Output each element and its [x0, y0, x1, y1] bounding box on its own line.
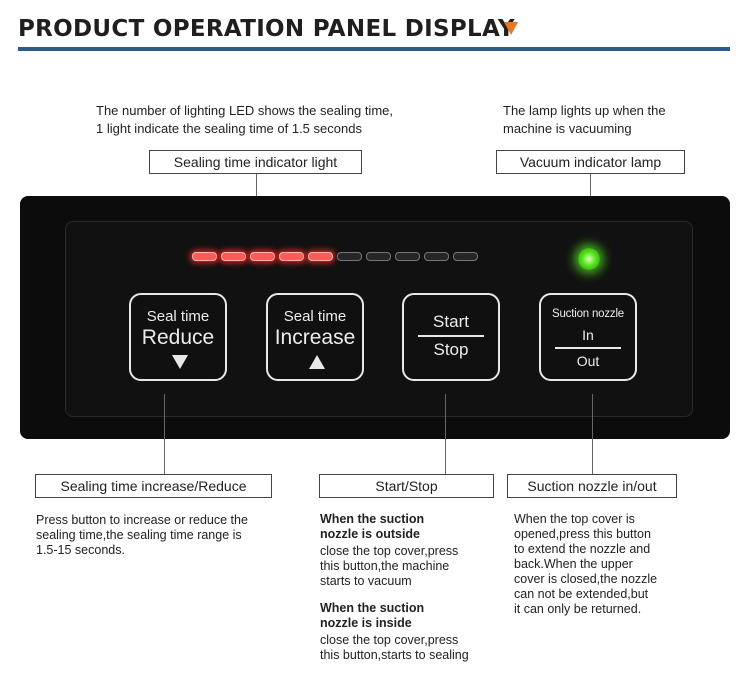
- button-label-in: In: [582, 327, 594, 343]
- sealing-led: [308, 252, 333, 261]
- description-heading: nozzle is inside: [320, 616, 412, 630]
- page-header: PRODUCT OPERATION PANEL DISPLAY: [18, 12, 730, 54]
- button-caption: Seal time: [283, 308, 347, 325]
- description-line: to extend the nozzle and: [514, 542, 651, 556]
- description-line: close the top cover,press: [320, 544, 459, 558]
- sealing-indicator-label: Sealing time indicator light: [149, 150, 362, 174]
- start-stop-description: When the suction nozzle is outside close…: [320, 512, 510, 663]
- vacuum-note-line: The lamp lights up when the: [503, 103, 666, 118]
- description-heading: When the suction: [320, 512, 425, 526]
- sealing-note-line: The number of lighting LED shows the sea…: [96, 103, 393, 118]
- increase-reduce-description: Press button to increase or reduce the s…: [36, 513, 296, 558]
- start-stop-button[interactable]: Start Stop: [402, 293, 500, 381]
- description-line: cover is closed,the nozzle: [514, 572, 658, 586]
- button-caption: Seal time: [146, 308, 210, 325]
- sealing-led: [250, 252, 275, 261]
- sealing-led: [366, 252, 391, 261]
- button-label-stop: Stop: [433, 340, 469, 359]
- leader-line: [445, 394, 446, 474]
- sealing-indicator-note: The number of lighting LED shows the sea…: [96, 102, 446, 138]
- seal-time-reduce-button[interactable]: Seal time Reduce: [129, 293, 227, 381]
- description-line: this button,the machine: [320, 559, 450, 573]
- control-panel: Seal time Reduce Seal time Increase Star…: [20, 196, 730, 439]
- sealing-led: [395, 252, 420, 261]
- vacuum-note-line: machine is vacuuming: [503, 121, 632, 136]
- description-line: starts to vacuum: [320, 574, 412, 588]
- description-line: can not be extended,but: [514, 587, 649, 601]
- button-caption: Suction nozzle: [552, 308, 624, 320]
- description-heading: When the suction: [320, 601, 425, 615]
- description-line: When the top cover is: [514, 512, 635, 526]
- sealing-led: [453, 252, 478, 261]
- vacuum-indicator-lamp: [578, 248, 600, 270]
- description-line: back.When the upper: [514, 557, 633, 571]
- suction-nozzle-description: When the top cover is opened,press this …: [514, 512, 714, 617]
- description-line: close the top cover,press: [320, 633, 459, 647]
- sealing-led: [192, 252, 217, 261]
- sealing-led: [424, 252, 449, 261]
- sealing-led: [221, 252, 246, 261]
- description-line: it can only be returned.: [514, 602, 642, 616]
- vacuum-indicator-label: Vacuum indicator lamp: [496, 150, 685, 174]
- page-title: PRODUCT OPERATION PANEL DISPLAY: [18, 16, 515, 42]
- vacuum-indicator-note: The lamp lights up when the machine is v…: [503, 102, 723, 138]
- suction-nozzle-label: Suction nozzle in/out: [507, 474, 677, 498]
- start-stop-label: Start/Stop: [319, 474, 494, 498]
- triangle-down-icon: [504, 22, 518, 35]
- header-divider: [18, 47, 730, 51]
- triangle-down-icon: [172, 355, 188, 369]
- description-heading: nozzle is outside: [320, 527, 421, 541]
- description-line: opened,press this button: [514, 527, 651, 541]
- button-label-start: Start: [433, 312, 469, 331]
- sealing-led: [279, 252, 304, 261]
- increase-reduce-label: Sealing time increase/Reduce: [35, 474, 272, 498]
- button-label: Increase: [274, 326, 356, 349]
- description-line: this button,starts to sealing: [320, 648, 469, 662]
- description-line: 1.5-15 seconds.: [36, 543, 125, 557]
- seal-time-increase-button[interactable]: Seal time Increase: [266, 293, 364, 381]
- description-line: sealing time,the sealing time range is: [36, 528, 242, 542]
- sealing-led: [337, 252, 362, 261]
- description-line: Press button to increase or reduce the: [36, 513, 248, 527]
- suction-nozzle-button[interactable]: Suction nozzle In Out: [539, 293, 637, 381]
- button-label: Reduce: [141, 326, 215, 349]
- sealing-note-line: 1 light indicate the sealing time of 1.5…: [96, 121, 362, 136]
- leader-line: [164, 394, 165, 474]
- leader-line: [592, 394, 593, 474]
- button-label-out: Out: [576, 353, 600, 369]
- button-divider: [418, 335, 484, 337]
- triangle-up-icon: [309, 355, 325, 369]
- button-divider: [555, 347, 621, 349]
